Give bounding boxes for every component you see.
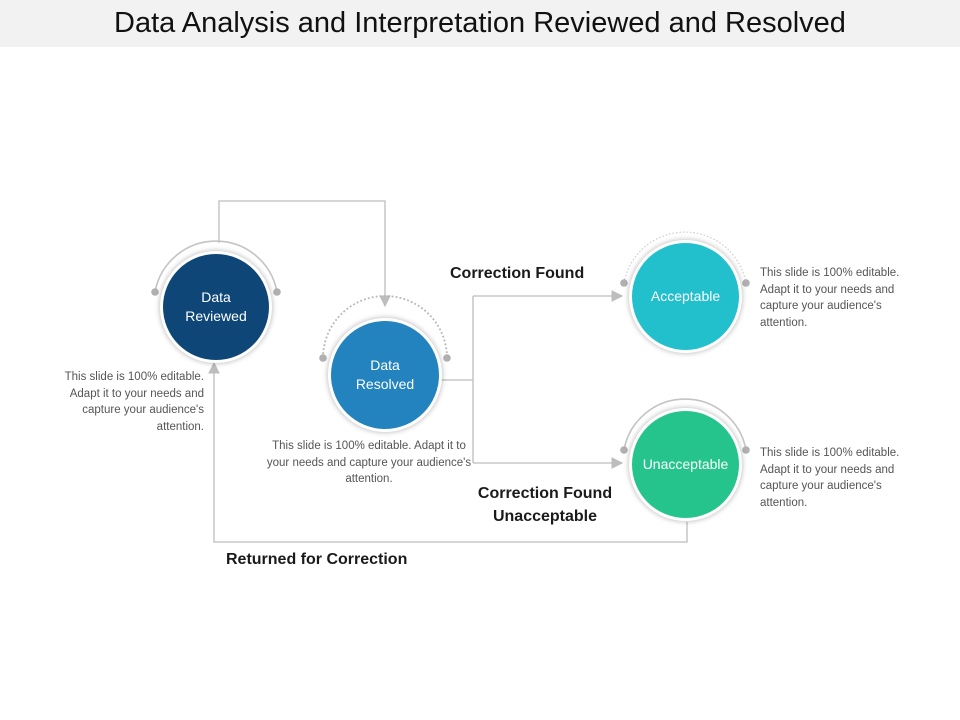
connector-return-loop	[208, 361, 688, 543]
label-correction-unacceptable: Correction Found Unacceptable	[477, 485, 613, 525]
arc-dot-right	[742, 279, 750, 287]
note-unacceptable: This slide is 100% editable. Adapt it to…	[760, 447, 900, 509]
arc-dot-left	[151, 288, 159, 296]
label-returned-for-correction: Returned for Correction	[226, 551, 408, 568]
arc-acceptable	[623, 231, 747, 284]
arc-reviewed	[154, 240, 278, 293]
arc-dot-left	[620, 446, 628, 454]
arc-dot-right	[273, 288, 281, 296]
arc-dot-right	[742, 446, 750, 454]
node-acceptable: Acceptable	[632, 243, 739, 350]
note-acceptable: This slide is 100% editable. Adapt it to…	[760, 267, 900, 329]
slide-title: Data Analysis and Interpretation Reviewe…	[114, 7, 846, 39]
arc-dot-right	[443, 354, 451, 362]
node-data-resolved: Data Resolved	[331, 321, 439, 429]
arc-dot-left	[620, 279, 628, 287]
node-unacceptable: Unacceptable	[632, 411, 739, 518]
connector-reviewed-to-resolved	[218, 200, 391, 308]
arc-resolved	[322, 295, 448, 359]
node-data-reviewed: Data Reviewed	[163, 254, 269, 360]
arc-dot-left	[319, 354, 327, 362]
arc-unacceptable	[623, 398, 747, 451]
title-bar	[0, 0, 960, 47]
label-correction-found: Correction Found	[450, 265, 585, 282]
note-resolved: This slide is 100% editable. Adapt it to…	[266, 440, 472, 485]
note-reviewed: This slide is 100% editable. Adapt it to…	[64, 371, 204, 433]
